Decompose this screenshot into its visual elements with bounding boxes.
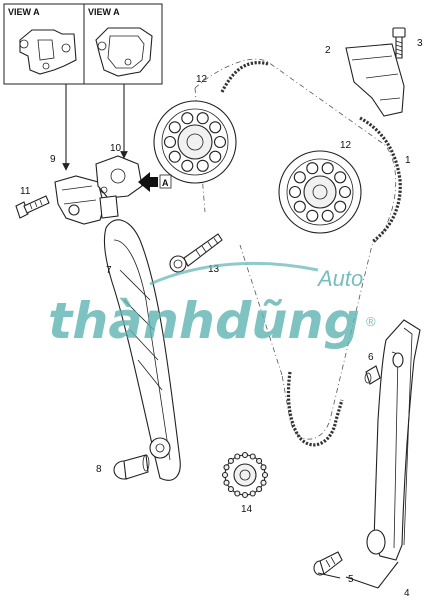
sprocket-hole (234, 453, 241, 460)
sprocket-hole (334, 200, 347, 213)
guide-bolt (392, 27, 406, 59)
callout-1: 1 (405, 155, 411, 166)
sprocket-hole (168, 150, 181, 163)
sprocket-hole (196, 159, 209, 172)
watermark-brand: thànhdũng (48, 292, 360, 350)
callout-11: 11 (20, 186, 31, 197)
callout-14: 14 (241, 504, 253, 515)
camshaft-sprocket-right (278, 150, 362, 234)
tensioner-bolt (15, 195, 50, 219)
sprocket-hole (209, 150, 222, 163)
sprocket-hole (241, 491, 249, 499)
callout-8: 8 (96, 464, 102, 475)
tensioner-guide-arm (103, 219, 181, 481)
sprocket-hole (234, 490, 241, 497)
chain-tensioner (54, 155, 143, 225)
view-direction-arrow: A (138, 172, 172, 192)
sprocket-hole (260, 464, 267, 471)
callout-5: 5 (348, 574, 354, 585)
sprocket-hole (163, 135, 177, 149)
sprocket-hole (321, 209, 334, 222)
callout-12-left: 12 (196, 74, 208, 85)
sprocket-hole (256, 486, 263, 493)
fixed-guide-bolt (313, 551, 343, 576)
sprocket-hole (223, 479, 230, 486)
pivot-bolt (169, 233, 223, 273)
sprocket-hole (321, 162, 334, 175)
view-a-left-tensioner (19, 29, 77, 75)
sprocket-hole (288, 185, 302, 199)
camshaft-sprocket-left (153, 100, 237, 184)
watermark: Auto thànhdũng ® (48, 261, 376, 350)
sprocket-hole (168, 121, 181, 134)
sprocket-hole (181, 159, 194, 172)
guide-stud (364, 365, 381, 385)
callout-12-right: 12 (340, 140, 352, 151)
callout-4: 4 (404, 588, 410, 599)
fixed-chain-guide (366, 319, 421, 561)
callout-2: 2 (325, 45, 331, 56)
sprocket-hole (181, 112, 194, 125)
sprocket-hole (260, 479, 267, 486)
sprocket-hole (196, 112, 209, 125)
sprocket-hole (306, 209, 319, 222)
sprocket-hole (293, 171, 306, 184)
sprocket-hole (334, 171, 347, 184)
sprocket-hole (241, 451, 249, 459)
sprocket-hole (293, 200, 306, 213)
callout-7: 7 (106, 265, 112, 276)
sprocket-hole (227, 486, 234, 493)
sprocket-hole (249, 490, 256, 497)
sprocket-hole (209, 121, 222, 134)
callout-6: 6 (368, 352, 374, 363)
sprocket-hole (213, 135, 227, 149)
sprocket-hole (261, 471, 269, 479)
callout-13: 13 (208, 264, 220, 275)
sprocket-hole (249, 453, 256, 460)
callout-10: 10 (110, 143, 122, 154)
sprocket-hole (227, 457, 234, 464)
view-a-panels: VIEW A VIEW A (3, 3, 163, 85)
view-a-right-tensioner (95, 27, 153, 77)
view-arrow-letter: A (162, 178, 169, 188)
callout-9: 9 (50, 154, 56, 165)
view-a-label-left: VIEW A (8, 7, 40, 17)
sprocket-hole (306, 162, 319, 175)
callout-3: 3 (417, 38, 423, 49)
watermark-auto: Auto (316, 266, 363, 291)
sprocket-hole (256, 457, 263, 464)
callout-numbers: 1 2 3 4 5 6 7 8 9 10 11 12 12 13 14 (20, 38, 423, 599)
sprocket-hole (221, 471, 229, 479)
sprocket-hole (223, 464, 230, 471)
crankshaft-sprocket (221, 451, 269, 499)
upper-chain-guide (345, 43, 405, 117)
sprocket-hole (338, 185, 352, 199)
watermark-registered-mark: ® (366, 314, 376, 329)
leader-lines (317, 561, 399, 589)
guide-pivot-bolt (113, 454, 150, 480)
view-a-label-right: VIEW A (88, 7, 120, 17)
